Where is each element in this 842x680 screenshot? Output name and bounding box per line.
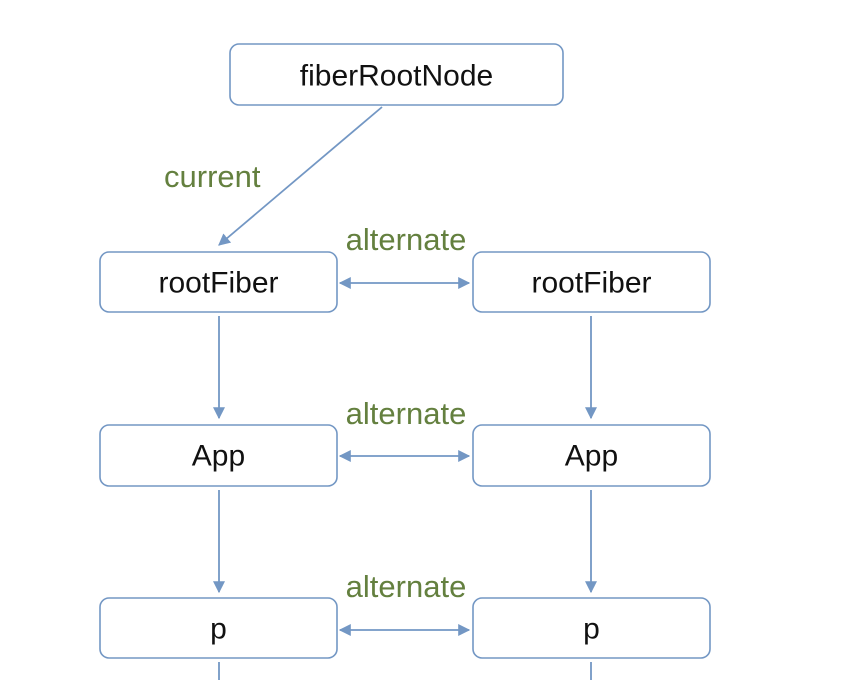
alternate-label-app: alternate bbox=[346, 396, 467, 431]
edges bbox=[213, 106, 597, 680]
node-label-right-p: p bbox=[583, 613, 600, 646]
current-edge bbox=[218, 106, 383, 246]
node-label-right-rootfiber: rootFiber bbox=[531, 267, 651, 300]
node-label-left-p: p bbox=[210, 613, 227, 646]
current-label: current bbox=[164, 159, 261, 194]
node-left-app: App bbox=[99, 424, 338, 487]
node-fiber-root-node: fiberRootNode bbox=[229, 43, 564, 106]
node-label-left-app: App bbox=[192, 440, 245, 473]
node-label-fiber-root-node: fiberRootNode bbox=[300, 60, 493, 93]
node-right-rootfiber: rootFiber bbox=[472, 251, 711, 313]
node-label-right-app: App bbox=[565, 440, 618, 473]
node-right-app: App bbox=[472, 424, 711, 487]
node-left-p: p bbox=[99, 597, 338, 659]
node-right-p: p bbox=[472, 597, 711, 659]
edge-labels: current alternate alternate alternate bbox=[164, 159, 466, 604]
node-label-left-rootfiber: rootFiber bbox=[158, 267, 278, 300]
alternate-label-p: alternate bbox=[346, 569, 467, 604]
alternate-label-rootfiber: alternate bbox=[346, 222, 467, 257]
node-left-rootfiber: rootFiber bbox=[99, 251, 338, 313]
